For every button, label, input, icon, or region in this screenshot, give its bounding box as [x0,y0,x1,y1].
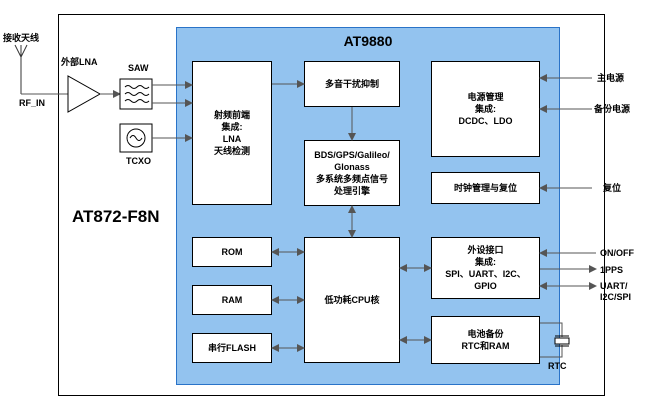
lna-amplifier-icon [67,75,102,113]
module-border [58,14,605,396]
saw-filter-icon [119,78,153,110]
uart-i2c-spi-label: UART/ I2C/SPI [600,281,632,302]
pps-label: 1PPS [600,265,624,275]
rom-block: ROM [192,237,272,267]
rf-frontend-block: 射频前端 集成: LNA 天线检测 [192,61,272,205]
rtc-crystal-icon [554,335,570,347]
rf-in-label: RF_IN [19,98,46,108]
saw-label: SAW [128,63,149,73]
antenna-icon [14,44,28,94]
clock-reset-block: 时钟管理与复位 [431,172,540,204]
rtc-label: RTC [548,361,567,371]
tcxo-oscillator-icon [119,123,153,153]
antenna-label: 接收天线 [3,33,40,43]
power-management-block: 电源管理 集成: DCDC、LDO [431,61,540,157]
reset-label: 复位 [603,183,622,193]
module-name: AT872-F8N [72,207,160,226]
battery-backup-block: 电池备份 RTC和RAM [431,316,540,364]
on-off-label: ON/OFF [600,248,634,258]
main-power-label: 主电源 [597,73,625,83]
tcxo-label: TCXO [126,156,152,166]
multitone-suppression-block: 多音干扰抑制 [304,61,400,107]
signal-engine-block: BDS/GPS/Galileo/ Glonass 多系统多频点信号 处理引擎 [304,140,400,206]
peripheral-interface-block: 外设接口 集成: SPI、UART、I2C、 GPIO [431,237,540,299]
chip-name: AT9880 [343,33,393,49]
cpu-core-block: 低功耗CPU核 [304,237,400,363]
backup-power-label: 备份电源 [594,104,631,114]
serial-flash-block: 串行FLASH [192,333,272,363]
lna-label: 外部LNA [61,57,98,67]
ram-block: RAM [192,285,272,315]
